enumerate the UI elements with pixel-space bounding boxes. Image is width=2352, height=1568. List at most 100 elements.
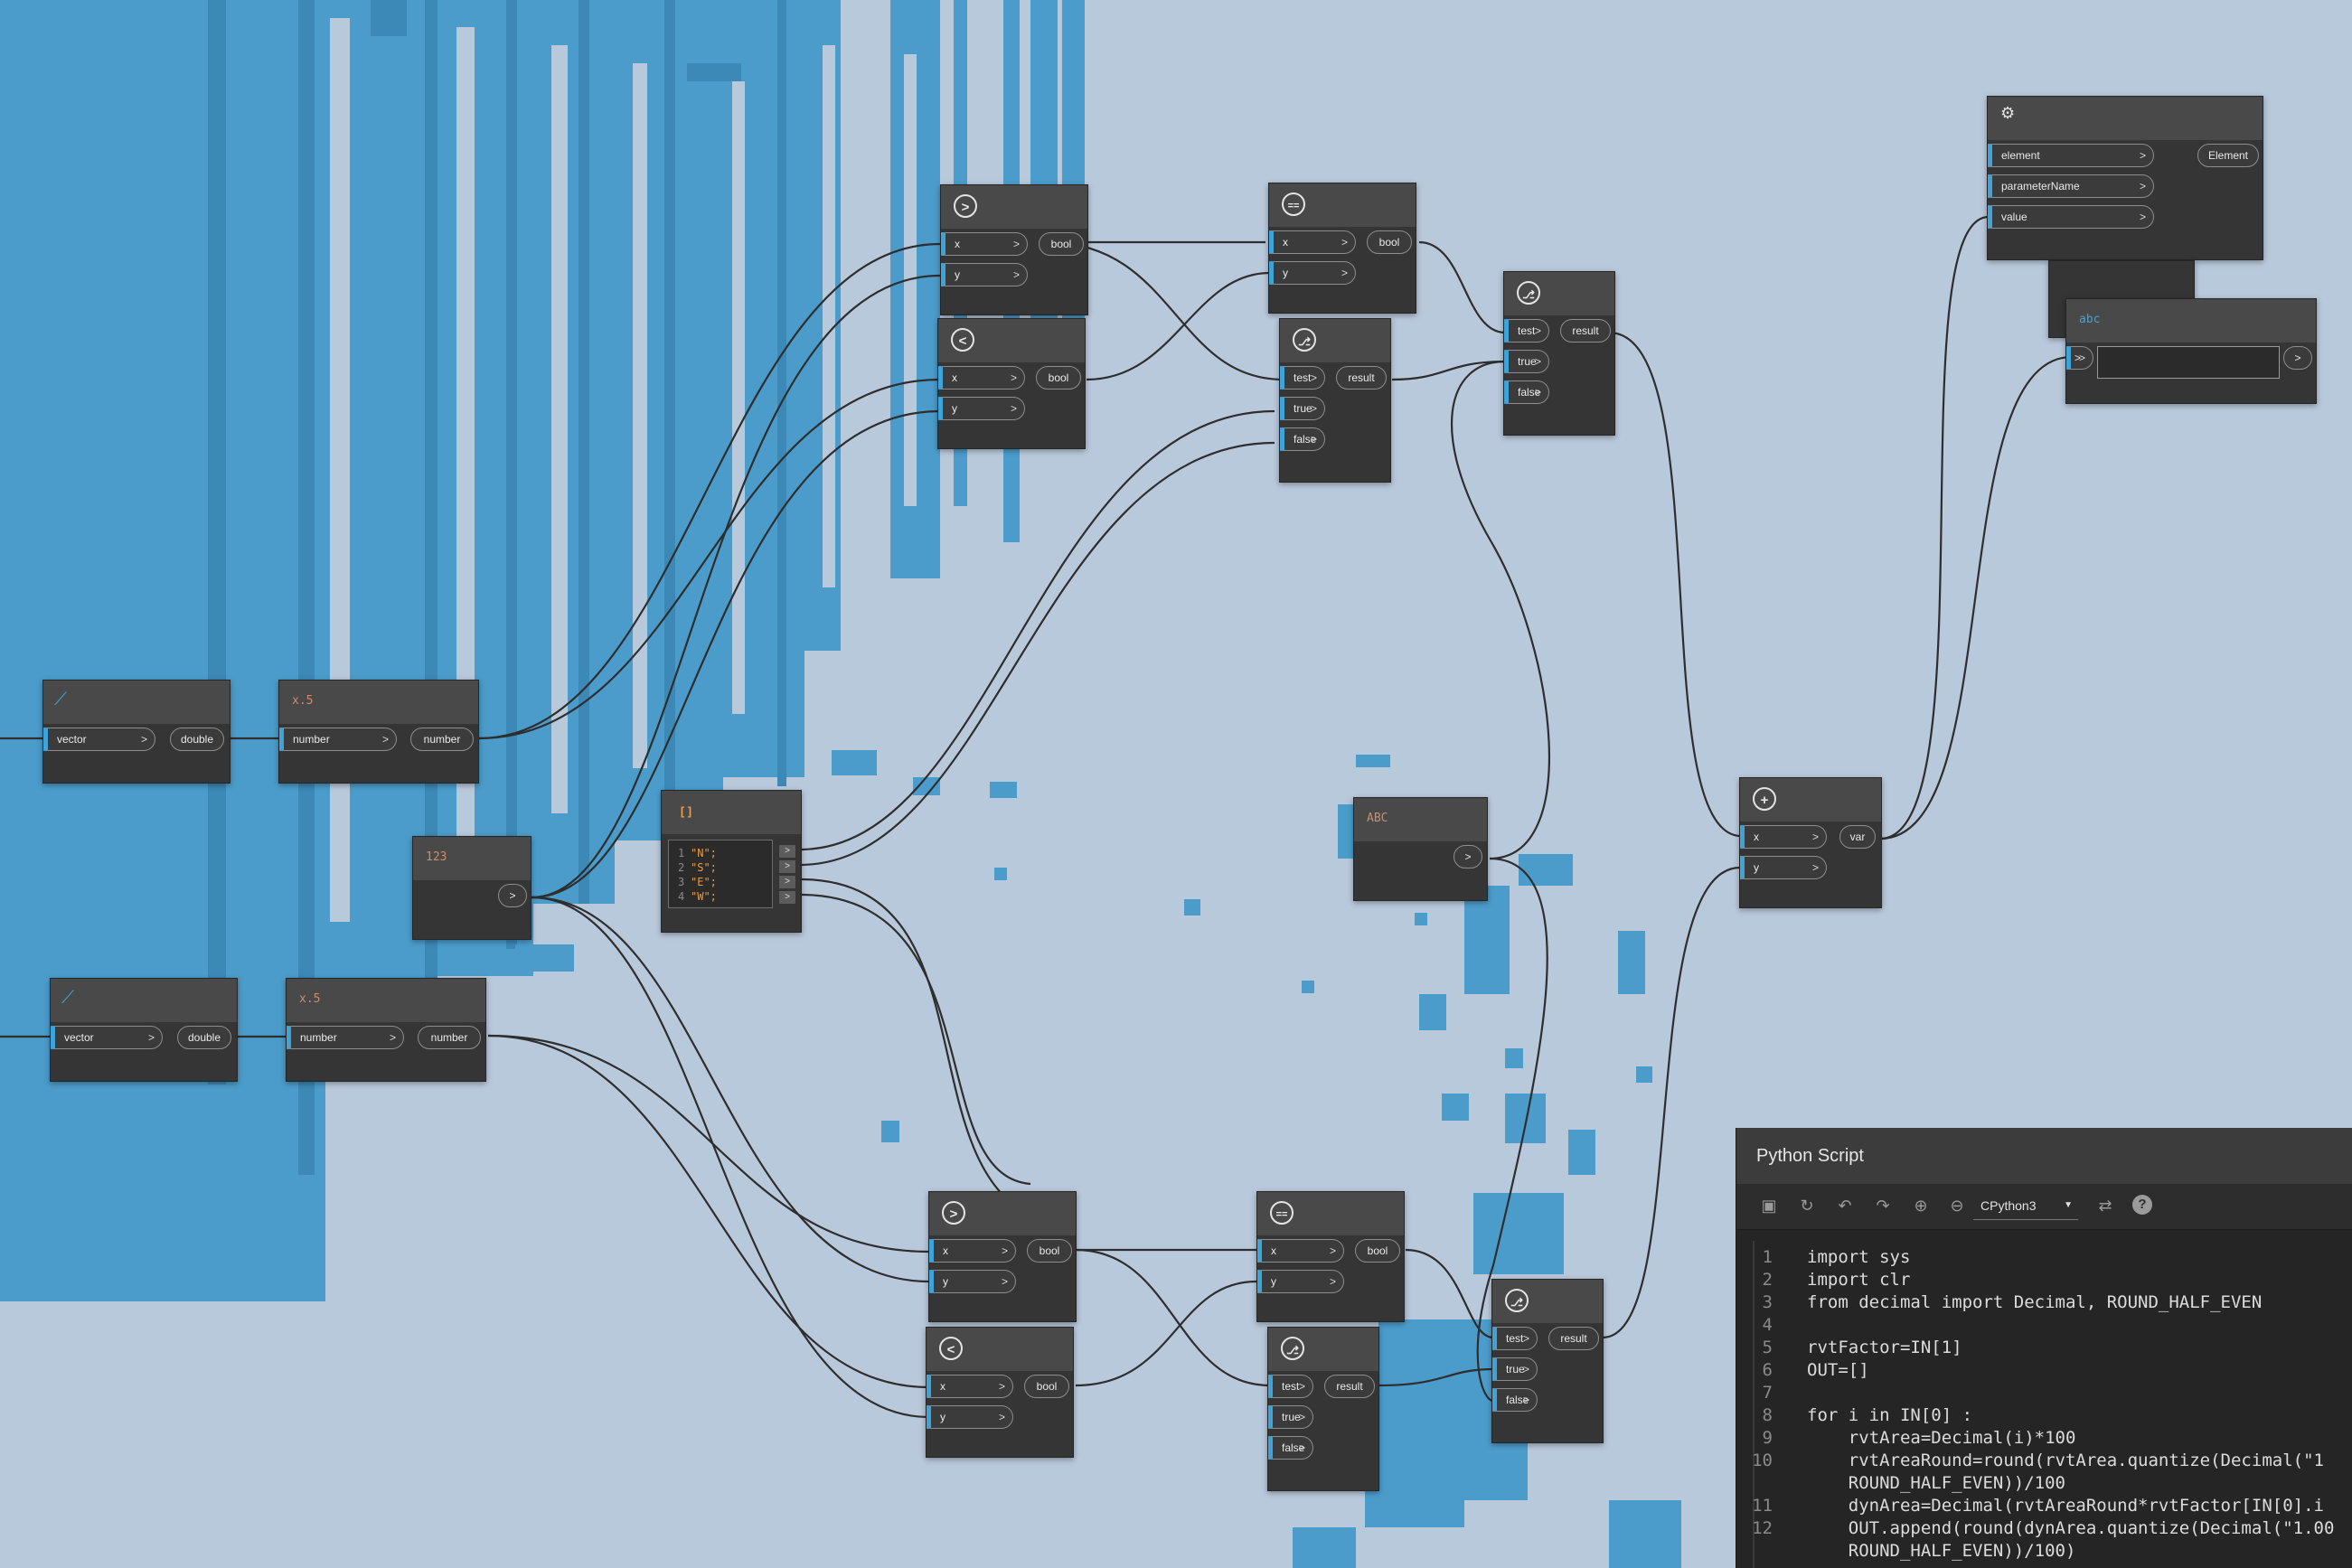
list-output-port-3[interactable]: > xyxy=(779,876,795,888)
string-output-port[interactable]: > xyxy=(1454,845,1482,869)
result-output-port[interactable]: result xyxy=(1324,1375,1375,1398)
x-input-port[interactable]: x> xyxy=(1257,1239,1344,1263)
zoom-out-icon[interactable]: ⊖ xyxy=(1950,1197,1964,1215)
x-input-port[interactable]: x> xyxy=(941,232,1028,256)
bool-output-port[interactable]: bool xyxy=(1039,232,1084,256)
number-input-port[interactable]: number> xyxy=(287,1026,404,1049)
list-output-port-4[interactable]: > xyxy=(779,891,795,904)
list-create-node[interactable]: [ ] 1"N"; 2"S"; 3"E"; 4"W"; > > > > xyxy=(661,790,802,933)
greater-than-node-top[interactable]: > x> y> bool xyxy=(940,184,1088,315)
add-node[interactable]: + x> y> var xyxy=(1739,777,1882,908)
python-engine-select[interactable]: CPython3▼ xyxy=(1973,1191,2078,1220)
run-icon[interactable]: ↻ xyxy=(1800,1197,1814,1215)
bool-output-port[interactable]: bool xyxy=(1024,1375,1069,1398)
true-input-port[interactable]: true> xyxy=(1280,397,1325,420)
if-node-bottom-outer[interactable]: ⎇ test> true> false> result xyxy=(1491,1279,1604,1443)
result-output-port[interactable]: result xyxy=(1560,319,1611,343)
x-input-port[interactable]: x> xyxy=(1740,825,1827,849)
list-item: "W"; xyxy=(691,890,717,903)
migration-icon[interactable]: ⇄ xyxy=(2098,1197,2112,1215)
true-input-port[interactable]: true> xyxy=(1492,1357,1538,1381)
double-output-port[interactable]: double xyxy=(177,1026,231,1049)
test-input-port[interactable]: test> xyxy=(1280,366,1325,390)
true-input-port[interactable]: true> xyxy=(1268,1405,1313,1429)
list-output-port-1[interactable]: > xyxy=(779,845,795,858)
vector-input-port[interactable]: vector> xyxy=(51,1026,163,1049)
list-output-port-2[interactable]: > xyxy=(779,860,795,873)
list-items-box[interactable]: 1"N"; 2"S"; 3"E"; 4"W"; xyxy=(668,840,773,908)
string-input-node[interactable]: abc >> > xyxy=(2065,298,2317,404)
if-node-top-inner[interactable]: ⎇ test> true> false> result xyxy=(1279,318,1391,483)
bool-output-port[interactable]: bool xyxy=(1036,366,1081,390)
x-input-port[interactable]: x> xyxy=(1269,230,1356,254)
x-input-port[interactable]: x> xyxy=(927,1375,1013,1398)
number-input-node[interactable]: 123 > xyxy=(412,836,532,940)
string-text-field[interactable] xyxy=(2097,346,2280,379)
string-output-port[interactable]: > xyxy=(2283,346,2312,370)
less-than-node-bottom[interactable]: < x> y> bool xyxy=(926,1327,1074,1458)
greater-than-icon: > xyxy=(954,194,977,218)
number-output-port[interactable]: > xyxy=(498,884,527,907)
multiply-node-top[interactable]: x.5 number> number xyxy=(278,680,479,784)
element-input-port[interactable]: element> xyxy=(1988,144,2154,167)
gear-icon: ⚙ xyxy=(2000,104,2016,122)
python-script-editor[interactable]: Python Script ▣ ↻ ↶ ↷ ⊕ ⊖ CPython3▼ ⇄ ? … xyxy=(1736,1128,2352,1568)
parameter-name-input-port[interactable]: parameterName> xyxy=(1988,174,2154,198)
line-number: 4 xyxy=(1762,1315,1773,1335)
true-input-port[interactable]: true> xyxy=(1504,350,1549,373)
vector-x-node[interactable]: ⟋ vector> double xyxy=(50,978,238,1082)
string-node[interactable]: ABC > xyxy=(1353,797,1488,901)
y-input-port[interactable]: y> xyxy=(938,397,1025,420)
less-than-node-top[interactable]: < x> y> bool xyxy=(937,318,1086,449)
x-input-port[interactable]: x> xyxy=(929,1239,1016,1263)
y-input-port[interactable]: y> xyxy=(1740,856,1827,879)
bool-output-port[interactable]: bool xyxy=(1355,1239,1400,1263)
test-input-port[interactable]: test> xyxy=(1504,319,1549,343)
bool-output-port[interactable]: bool xyxy=(1367,230,1412,254)
line-number: 1 xyxy=(1762,1247,1773,1267)
double-output-port[interactable]: double xyxy=(170,728,224,751)
test-input-port[interactable]: test> xyxy=(1492,1327,1538,1350)
equal-node-top[interactable]: == x> y> bool xyxy=(1268,183,1416,314)
number-input-port[interactable]: number> xyxy=(279,728,397,751)
y-input-port[interactable]: y> xyxy=(941,263,1028,286)
port-chevron-icon: > xyxy=(1522,1332,1529,1345)
false-input-port[interactable]: false> xyxy=(1492,1388,1538,1412)
zoom-in-icon[interactable]: ⊕ xyxy=(1914,1197,1928,1215)
number-output-port[interactable]: number xyxy=(418,1026,481,1049)
result-output-port[interactable]: result xyxy=(1548,1327,1599,1350)
bool-output-port[interactable]: bool xyxy=(1027,1239,1072,1263)
equal-node-bottom[interactable]: == x> y> bool xyxy=(1256,1191,1405,1322)
string-input-port[interactable]: >> xyxy=(2066,346,2093,370)
result-output-port[interactable]: result xyxy=(1336,366,1387,390)
vector-input-port[interactable]: vector> xyxy=(43,728,155,751)
y-input-port[interactable]: y> xyxy=(1269,261,1356,285)
var-output-port[interactable]: var xyxy=(1839,825,1876,849)
save-icon[interactable]: ▣ xyxy=(1761,1197,1777,1215)
test-input-port[interactable]: test> xyxy=(1268,1375,1313,1398)
y-input-port[interactable]: y> xyxy=(1257,1270,1344,1293)
undo-icon[interactable]: ↶ xyxy=(1838,1197,1852,1215)
code-text: ROUND_HALF_EVEN))/100) xyxy=(1807,1541,2076,1561)
string-input-icon: abc xyxy=(2079,313,2101,326)
y-input-port[interactable]: y> xyxy=(929,1270,1016,1293)
element-output-port[interactable]: Element xyxy=(2197,144,2259,167)
engine-label: CPython3 xyxy=(1980,1198,2037,1213)
if-node-top-outer[interactable]: ⎇ test> true> false> result xyxy=(1503,271,1615,436)
help-icon[interactable]: ? xyxy=(2132,1195,2152,1215)
greater-than-node-bottom[interactable]: > x> y> bool xyxy=(928,1191,1077,1322)
false-input-port[interactable]: false> xyxy=(1268,1436,1313,1460)
redo-icon[interactable]: ↷ xyxy=(1876,1197,1890,1215)
code-text: import sys xyxy=(1807,1247,1911,1267)
false-input-port[interactable]: false> xyxy=(1504,380,1549,404)
x-input-port[interactable]: x> xyxy=(938,366,1025,390)
set-parameter-node[interactable]: ⚙ element> parameterName> value> Element xyxy=(1987,96,2263,260)
vector-y-node[interactable]: ⟋ vector> double xyxy=(42,680,230,784)
if-node-bottom-inner[interactable]: ⎇ test> true> false> result xyxy=(1267,1327,1379,1491)
multiply-node-bottom[interactable]: x.5 number> number xyxy=(286,978,486,1082)
false-input-port[interactable]: false> xyxy=(1280,427,1325,451)
value-input-port[interactable]: value> xyxy=(1988,205,2154,229)
number-output-port[interactable]: number xyxy=(410,728,474,751)
y-input-port[interactable]: y> xyxy=(927,1405,1013,1429)
